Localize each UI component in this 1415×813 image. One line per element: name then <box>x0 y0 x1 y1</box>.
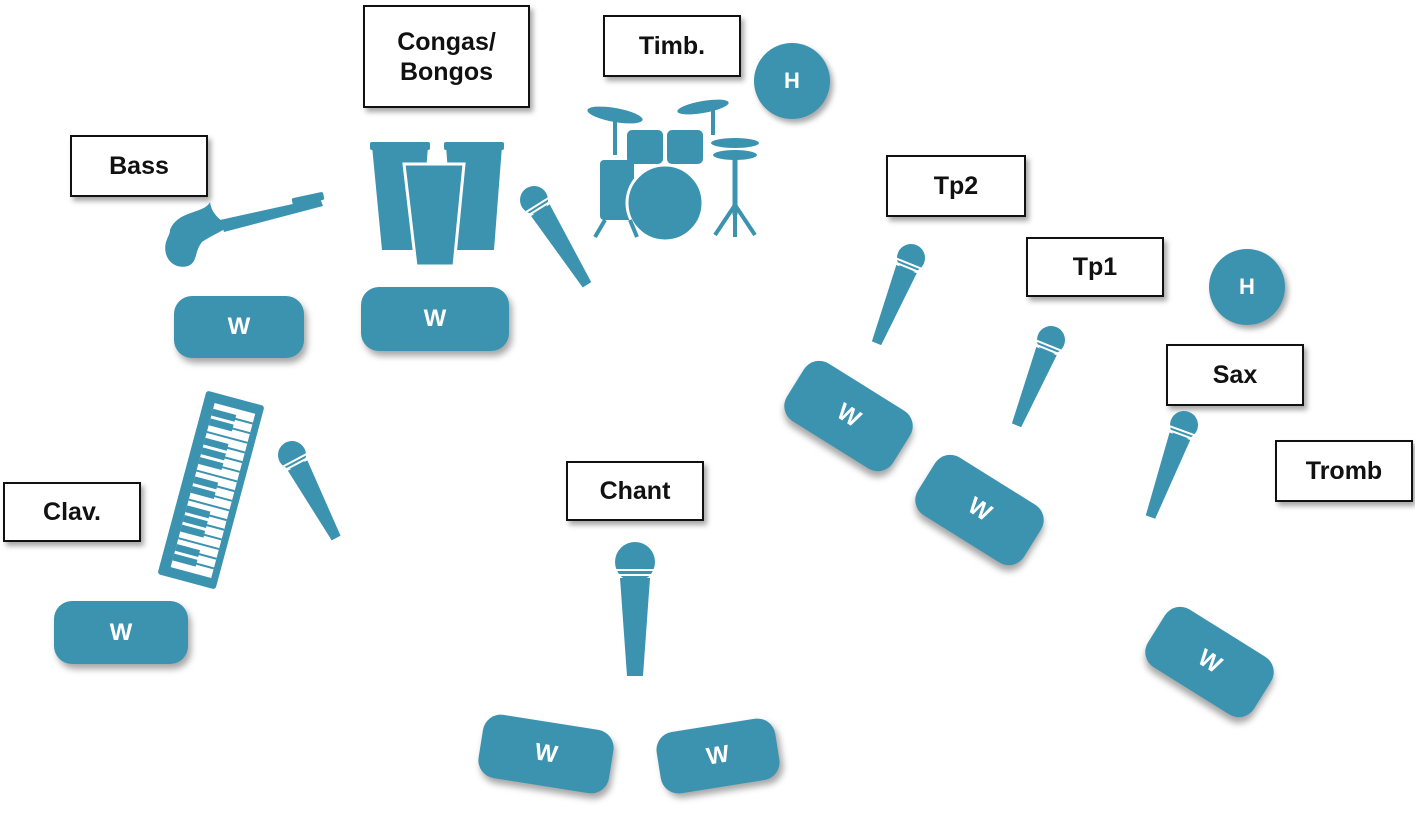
wedge-monitor: W <box>54 601 188 664</box>
wedge-monitor: W <box>174 296 304 358</box>
label-congas-line2: Bongos <box>399 57 494 86</box>
bass-guitar-icon <box>165 192 325 267</box>
label-sax: Sax <box>1166 344 1304 406</box>
label-congas-bongos: Congas/ Bongos <box>363 5 530 108</box>
headphone-monitor: H <box>1209 249 1285 325</box>
label-congas-line1: Congas/ <box>397 27 496 56</box>
wedge-monitor: W <box>777 354 920 478</box>
microphone-icon <box>1145 411 1198 519</box>
microphone-icon <box>278 441 341 541</box>
microphone-icon <box>1011 326 1065 428</box>
microphone-icon <box>615 542 655 676</box>
wedge-monitor: W <box>475 712 617 796</box>
microphone-icon <box>871 244 925 346</box>
keyboard-icon <box>158 391 264 589</box>
headphone-monitor: H <box>754 43 830 119</box>
label-trumpet2: Tp2 <box>886 155 1026 217</box>
label-timbales: Timb. <box>603 15 741 77</box>
wedge-monitor: W <box>908 448 1051 572</box>
label-trumpet1: Tp1 <box>1026 237 1164 297</box>
label-chant: Chant <box>566 461 704 521</box>
wedge-monitor: W <box>1138 600 1281 724</box>
microphone-icon <box>520 186 592 288</box>
wedge-monitor: W <box>361 287 509 351</box>
label-trombone: Tromb <box>1275 440 1413 502</box>
label-clavier: Clav. <box>3 482 141 542</box>
wedge-monitor: W <box>653 715 783 797</box>
drum-kit-icon <box>587 99 759 243</box>
congas-icon <box>370 142 504 268</box>
label-bass: Bass <box>70 135 208 197</box>
